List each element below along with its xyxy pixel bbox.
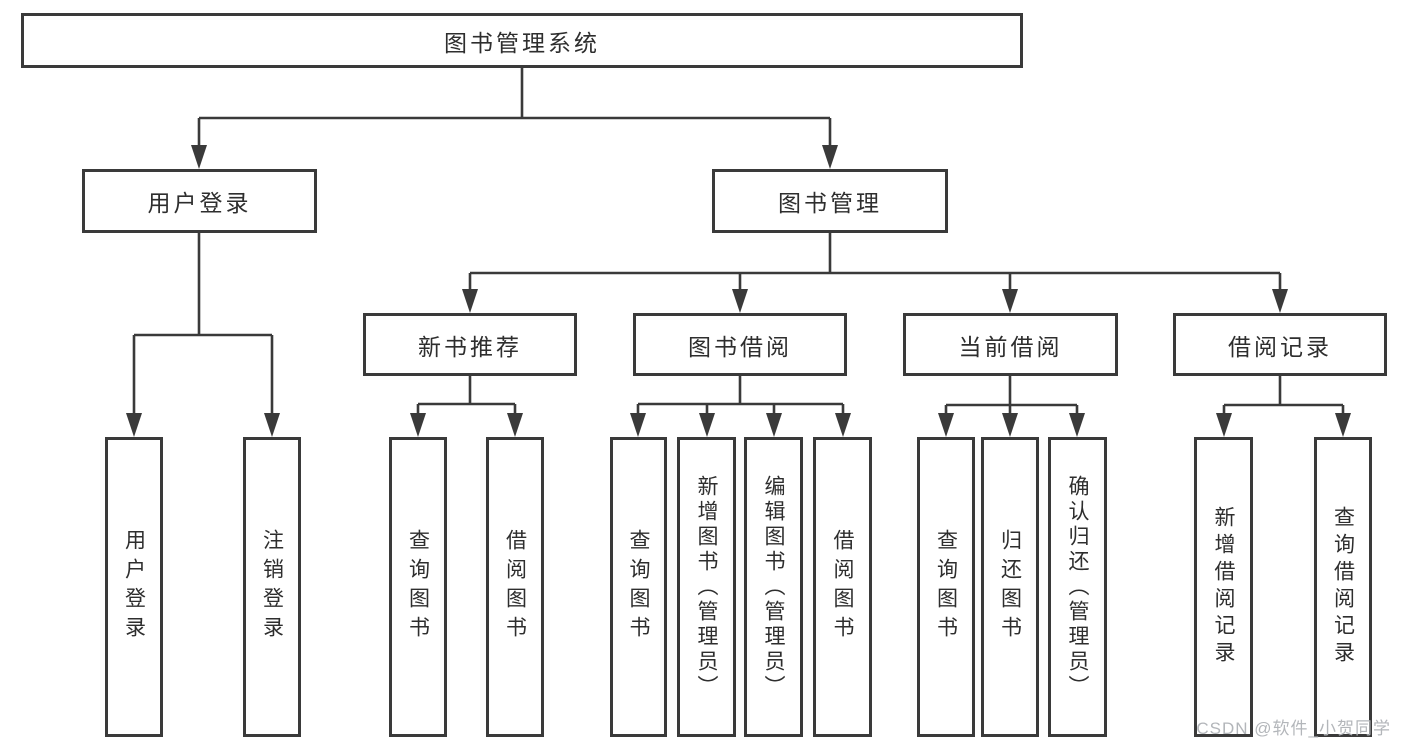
- leaf-current-query-book: 查询图书: [917, 437, 975, 737]
- leaf-current-confirm-return-admin: 确认归还（管理员）: [1048, 437, 1107, 737]
- leaf-logout: 注销登录: [243, 437, 301, 737]
- leaf-borrow-edit-book-admin: 编辑图书（管理员）: [744, 437, 803, 737]
- leaf-borrow-edit-book-admin-label: 编辑图书（管理员）: [762, 474, 785, 700]
- node-new-book-recommend: 新书推荐: [363, 313, 577, 376]
- leaf-user-login: 用户登录: [105, 437, 163, 737]
- arrowheads: [126, 145, 1351, 437]
- leaf-records-query-record: 查询借阅记录: [1314, 437, 1372, 737]
- leaf-user-login-label: 用户登录: [122, 529, 146, 645]
- node-book-borrow: 图书借阅: [633, 313, 847, 376]
- node-root: 图书管理系统: [21, 13, 1023, 68]
- leaf-current-confirm-return-admin-label: 确认归还（管理员）: [1066, 474, 1089, 700]
- node-book-borrow-label: 图书借阅: [688, 333, 792, 360]
- leaf-records-add-record: 新增借阅记录: [1194, 437, 1253, 737]
- node-user-login-label: 用户登录: [147, 190, 252, 216]
- leaf-borrow-borrow-book-label: 借阅图书: [831, 529, 854, 645]
- node-user-login: 用户登录: [82, 169, 317, 233]
- leaf-records-add-record-label: 新增借阅记录: [1212, 506, 1235, 668]
- csdn-watermark: CSDN @软件_小贺同学: [1196, 719, 1391, 738]
- leaf-borrow-add-book-admin-label: 新增图书（管理员）: [695, 474, 718, 700]
- leaf-recommend-query-book: 查询图书: [389, 437, 447, 737]
- leaf-logout-label: 注销登录: [260, 529, 284, 645]
- node-borrow-records-label: 借阅记录: [1228, 333, 1332, 360]
- node-book-management-label: 图书管理: [778, 190, 882, 216]
- leaf-recommend-borrow-book-label: 借阅图书: [503, 529, 527, 645]
- leaf-recommend-borrow-book: 借阅图书: [486, 437, 544, 737]
- node-current-borrow-label: 当前借阅: [958, 333, 1063, 360]
- leaf-current-query-book-label: 查询图书: [934, 529, 958, 645]
- node-borrow-records: 借阅记录: [1173, 313, 1387, 376]
- node-book-management: 图书管理: [712, 169, 948, 233]
- leaf-recommend-query-book-label: 查询图书: [406, 529, 430, 645]
- node-root-label: 图书管理系统: [444, 29, 600, 56]
- leaf-records-query-record-label: 查询借阅记录: [1331, 506, 1355, 668]
- leaf-current-return-book: 归还图书: [981, 437, 1039, 737]
- leaf-borrow-borrow-book: 借阅图书: [813, 437, 872, 737]
- leaf-borrow-query-book-label: 查询图书: [627, 529, 650, 645]
- leaf-current-return-book-label: 归还图书: [998, 529, 1022, 645]
- node-current-borrow: 当前借阅: [903, 313, 1118, 376]
- leaf-borrow-add-book-admin: 新增图书（管理员）: [677, 437, 736, 737]
- leaf-borrow-query-book: 查询图书: [610, 437, 667, 737]
- node-new-book-recommend-label: 新书推荐: [418, 333, 522, 360]
